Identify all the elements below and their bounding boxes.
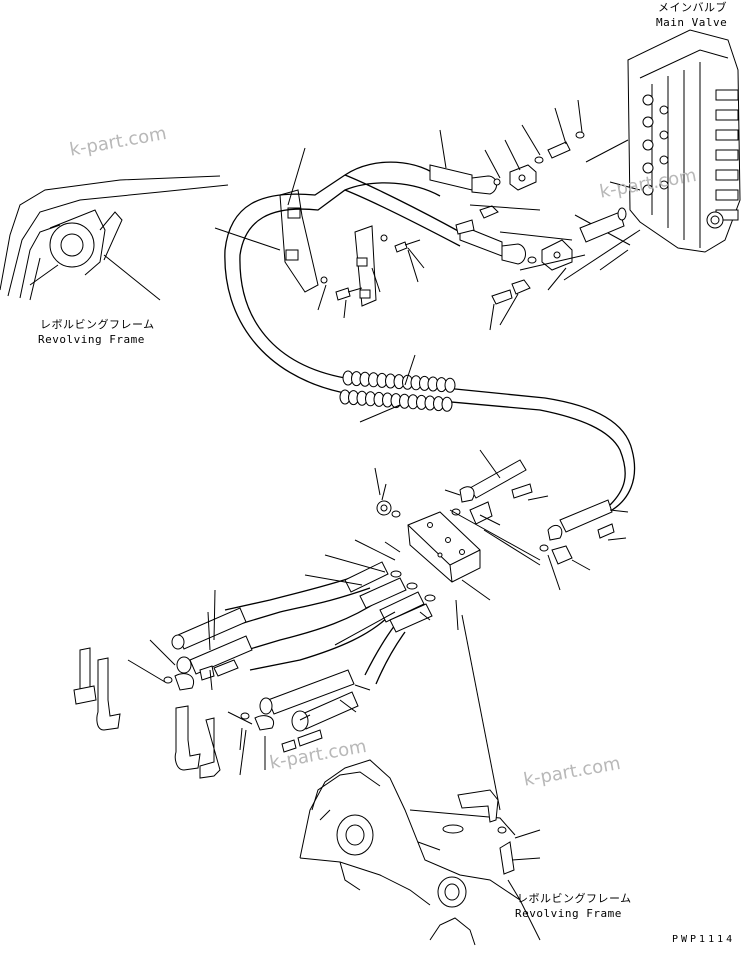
drawing-code: PWP1114 <box>672 934 736 945</box>
revolving-frame-top-label-jp: レボルビングフレーム <box>40 318 155 331</box>
revolving-frame-upper-icon <box>0 175 229 301</box>
revolving-frame-bottom-label-jp: レボルビングフレーム <box>517 892 632 905</box>
motor-port-elbows-icon <box>73 647 221 779</box>
main-valve-label-jp: メインバルブ <box>658 1 727 14</box>
revolving-frame-bottom-label-en: Revolving Frame <box>515 907 622 920</box>
valve-spool-icon <box>715 129 739 141</box>
valve-spool-icon <box>715 169 739 181</box>
valve-spool-icon <box>715 189 739 201</box>
valve-spool-icon <box>715 89 739 101</box>
valve-spool-icon <box>715 149 739 161</box>
swing-motor-hose-icon <box>224 561 436 685</box>
pilot-hose-loop-icon <box>224 161 636 511</box>
manifold-block-icon <box>407 511 481 583</box>
revolving-frame-lower-icon <box>299 759 541 946</box>
spiral-coil-icon <box>444 377 456 393</box>
valve-spool-icon <box>715 109 739 121</box>
revolving-frame-top-label-en: Revolving Frame <box>38 333 145 346</box>
return-hose-icon <box>451 459 615 565</box>
main-valve-label-en: Main Valve <box>656 16 728 29</box>
spiral-coil-icon <box>441 396 453 412</box>
hose-end-fittings-icon <box>163 607 359 753</box>
spiral-guard-icon <box>339 370 456 412</box>
main-valve-icon <box>627 29 741 253</box>
valve-fittings-icon <box>429 131 627 305</box>
hose-clamp-bracket-icon <box>279 189 421 307</box>
